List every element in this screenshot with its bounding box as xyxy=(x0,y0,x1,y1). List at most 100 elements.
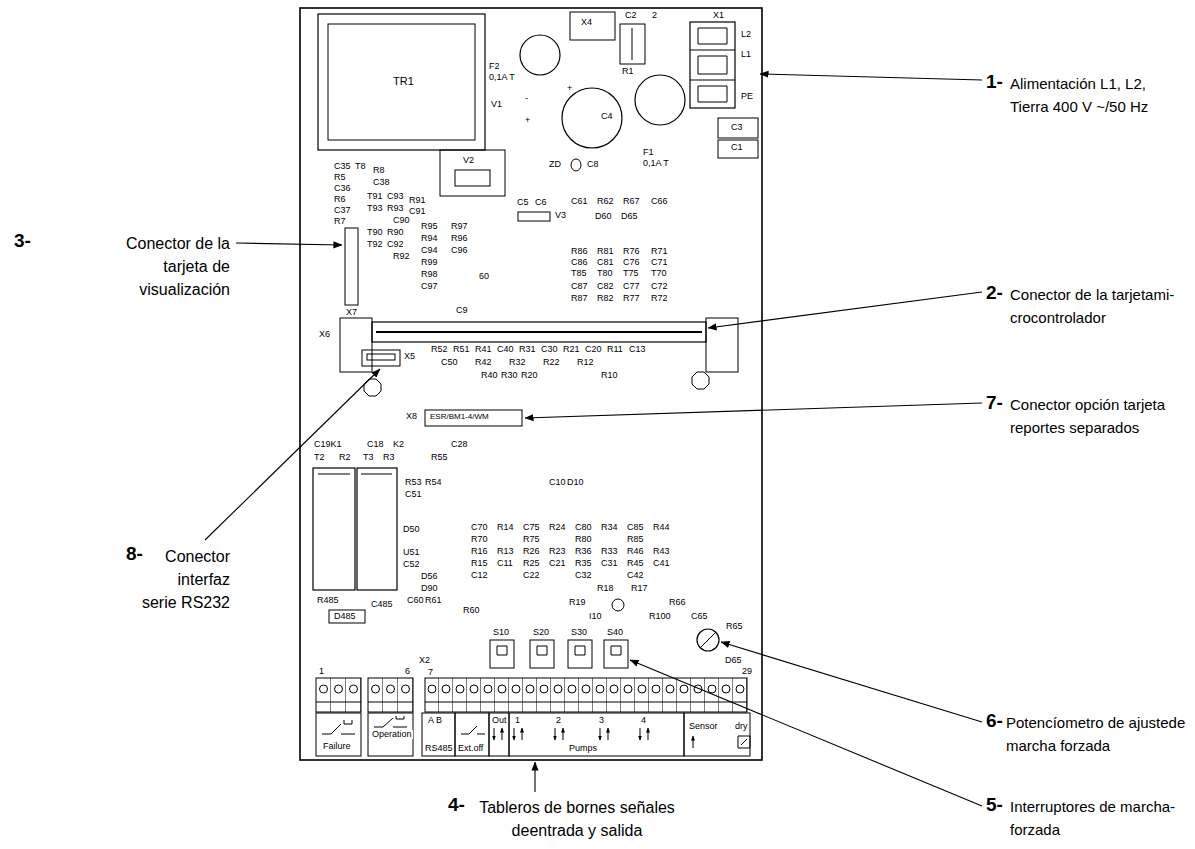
part-designator-slot: R55 xyxy=(430,453,449,462)
part-designator: X8 xyxy=(405,412,418,421)
part-designator: R34 xyxy=(600,523,619,532)
part-designator-slot: U51 xyxy=(402,548,421,557)
part-designator-slot: R36 xyxy=(574,547,593,556)
part-designator: C19K1 xyxy=(313,440,343,449)
part-designator-slot: R87 xyxy=(570,294,589,303)
terminal-legend-slot: Ext.off xyxy=(457,744,484,753)
part-designator: R55 xyxy=(430,453,449,462)
part-designator-slot: D56 xyxy=(420,572,439,581)
part-designator-slot: R72 xyxy=(650,294,669,303)
part-designator-slot: R21 xyxy=(562,345,581,354)
part-designator-slot: 0,1A T xyxy=(642,159,670,168)
capacitor-symbol xyxy=(562,88,622,148)
terminal-legend-slot: 2 xyxy=(555,716,562,725)
part-designator-slot: R43 xyxy=(652,547,671,556)
part-designator-slot: R67 xyxy=(622,197,641,206)
part-designator-slot: F1 xyxy=(642,148,655,157)
part-designator-slot: C85 xyxy=(626,523,645,532)
part-designator-slot: R15 xyxy=(470,559,489,568)
part-designator: R52 xyxy=(430,345,449,354)
part-designator-slot: X6 xyxy=(318,330,331,339)
part-designator: T75 xyxy=(622,269,640,278)
part-designator-slot: R52 xyxy=(430,345,449,354)
part-designator: 29 xyxy=(741,667,753,676)
callout-text-slot: Conector interfaz serie RS232 xyxy=(140,545,230,615)
part-designator: C60 xyxy=(406,596,425,605)
part-designator-slot: C86 xyxy=(570,258,589,267)
part-designator: C61 xyxy=(570,197,589,206)
part-designator-slot: R3 xyxy=(382,453,396,462)
part-designator-slot: R86 xyxy=(570,247,589,256)
terminal-legend-slot: 3 xyxy=(598,716,605,725)
part-designator: R53 xyxy=(404,478,423,487)
terminal-legend-slot: RS485 xyxy=(424,744,454,753)
part-designator-slot: R11 xyxy=(606,345,624,354)
callout-number: 6- xyxy=(986,710,1003,733)
dry-run-symbol xyxy=(738,736,750,748)
part-designator: X5 xyxy=(403,352,416,361)
part-designator: C81 xyxy=(596,258,615,267)
part-designator-slot: T85 xyxy=(570,269,588,278)
part-designator-slot: V3 xyxy=(554,211,567,220)
potentiometer-slot xyxy=(700,632,716,648)
part-designator-slot: R100 xyxy=(648,612,672,621)
part-designator: PE xyxy=(740,92,754,101)
mounting-hole xyxy=(692,372,709,389)
part-designator: R22 xyxy=(542,358,561,367)
part-designator-slot: R97 xyxy=(450,222,469,231)
part-designator-slot: C50 xyxy=(440,358,459,367)
part-designator: R42 xyxy=(474,358,493,367)
part-designator: C3 xyxy=(730,123,744,132)
part-designator-slot: 60 xyxy=(478,272,490,281)
part-designator-slot: R12 xyxy=(576,358,595,367)
part-designator: C4 xyxy=(600,112,614,121)
part-designator: D65 xyxy=(724,656,743,665)
part-designator: R86 xyxy=(570,247,589,256)
part-designator-slot: R24 xyxy=(548,523,567,532)
part-designator-slot: C35 xyxy=(333,162,352,171)
part-designator: C52 xyxy=(402,560,421,569)
part-designator-slot: C1 xyxy=(730,143,744,152)
part-designator: C18 xyxy=(366,440,385,449)
part-designator-slot: X2 xyxy=(418,656,431,665)
part-designator-slot: C40 xyxy=(496,345,515,354)
part-designator: R61 xyxy=(424,596,443,605)
part-designator-slot: 7 xyxy=(427,668,434,677)
part-designator-slot: R77 xyxy=(622,294,641,303)
part-designator: C12 xyxy=(470,571,489,580)
part-designator-slot: C18 xyxy=(366,440,385,449)
part-designator-slot: C8 xyxy=(586,160,600,169)
part-designator-slot: C65 xyxy=(690,612,709,621)
part-designator: T85 xyxy=(570,269,588,278)
legend-frame xyxy=(422,713,455,756)
part-designator-slot: C9 xyxy=(455,306,469,315)
part-designator: TR1 xyxy=(392,76,415,87)
part-designator: C92 xyxy=(386,240,405,249)
part-designator: R20 xyxy=(520,371,539,380)
part-designator: + xyxy=(524,116,531,125)
part-designator-slot: C36 xyxy=(333,184,352,193)
part-designator: C72 xyxy=(650,282,669,291)
callout-number-slot: 8- xyxy=(126,543,143,566)
part-designator-slot: C91 xyxy=(408,207,427,216)
part-designator: R19 xyxy=(568,598,587,607)
part-designator-slot: D65 xyxy=(724,656,743,665)
part-designator-slot: R8 xyxy=(372,166,386,175)
legend-frame xyxy=(684,713,750,756)
part-designator: T93 xyxy=(366,204,384,213)
signal-arrow xyxy=(555,728,556,740)
part-designator: R45 xyxy=(626,559,645,568)
leader-line xyxy=(525,403,982,418)
part-designator-slot: R22 xyxy=(542,358,561,367)
part-designator-slot: R90 xyxy=(386,228,405,237)
part-designator: X6 xyxy=(318,330,331,339)
part-designator: T91 xyxy=(366,192,384,201)
part-designator-slot: + xyxy=(524,116,531,125)
callout-number-slot: 6- xyxy=(986,710,1003,733)
part-designator-slot: C80 xyxy=(574,523,593,532)
part-designator: C31 xyxy=(600,559,619,568)
part-designator-slot: R61 xyxy=(424,596,443,605)
part-designator: C80 xyxy=(574,523,593,532)
part-designator-slot: TR1 xyxy=(392,76,415,87)
switch-outline xyxy=(568,640,592,668)
